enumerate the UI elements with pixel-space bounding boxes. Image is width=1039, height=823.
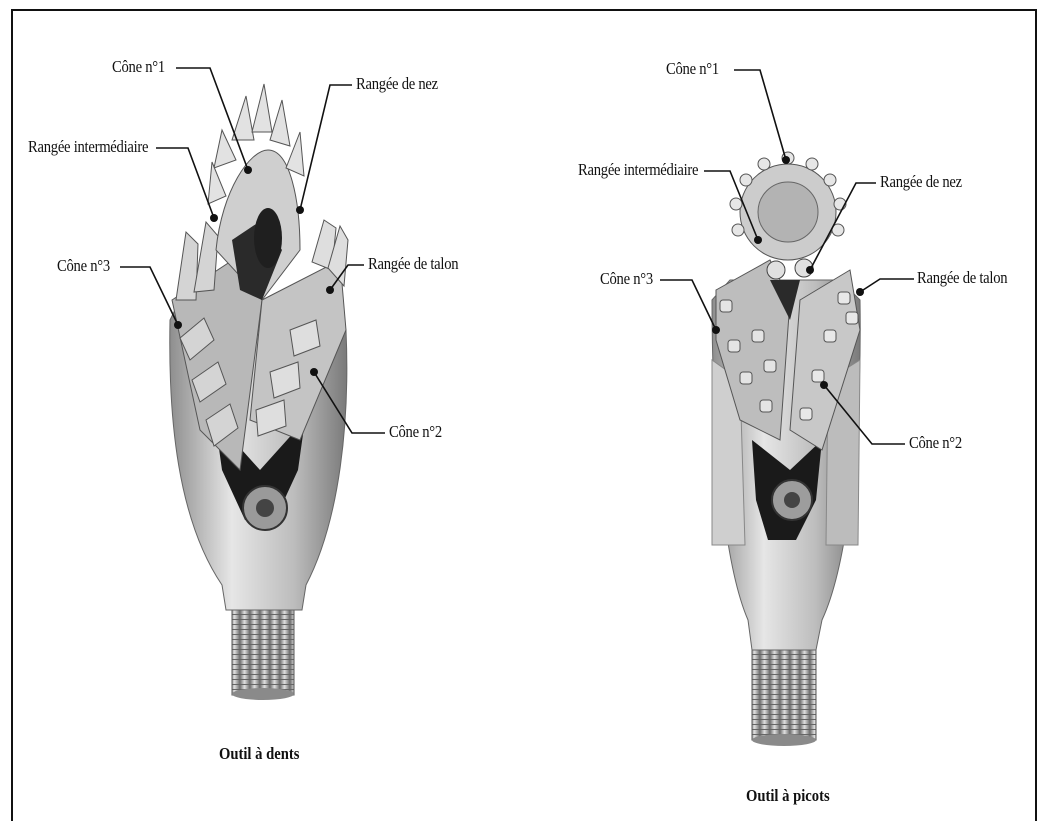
- right-label-cone2: Cône n°2: [909, 433, 962, 453]
- tooth-bit-drawing: [170, 84, 348, 700]
- insert-bit-drawing: [712, 152, 860, 746]
- right-label-nose-row: Rangée de nez: [880, 172, 962, 192]
- left-caption: Outil à dents: [219, 744, 299, 764]
- left-label-cone1: Cône n°1: [112, 57, 165, 77]
- left-label-nose-row: Rangée de nez: [356, 74, 438, 94]
- left-label-intermediate-row: Rangée intermédiaire: [28, 137, 148, 157]
- right-label-intermediate-row: Rangée intermédiaire: [578, 160, 698, 180]
- left-label-cone3: Cône n°3: [57, 256, 110, 276]
- left-label-heel-row: Rangée de talon: [368, 254, 458, 274]
- right-label-cone3: Cône n°3: [600, 269, 653, 289]
- right-caption: Outil à picots: [746, 786, 830, 806]
- right-label-heel-row: Rangée de talon: [917, 268, 1007, 288]
- left-label-cone2: Cône n°2: [389, 422, 442, 442]
- right-label-cone1: Cône n°1: [666, 59, 719, 79]
